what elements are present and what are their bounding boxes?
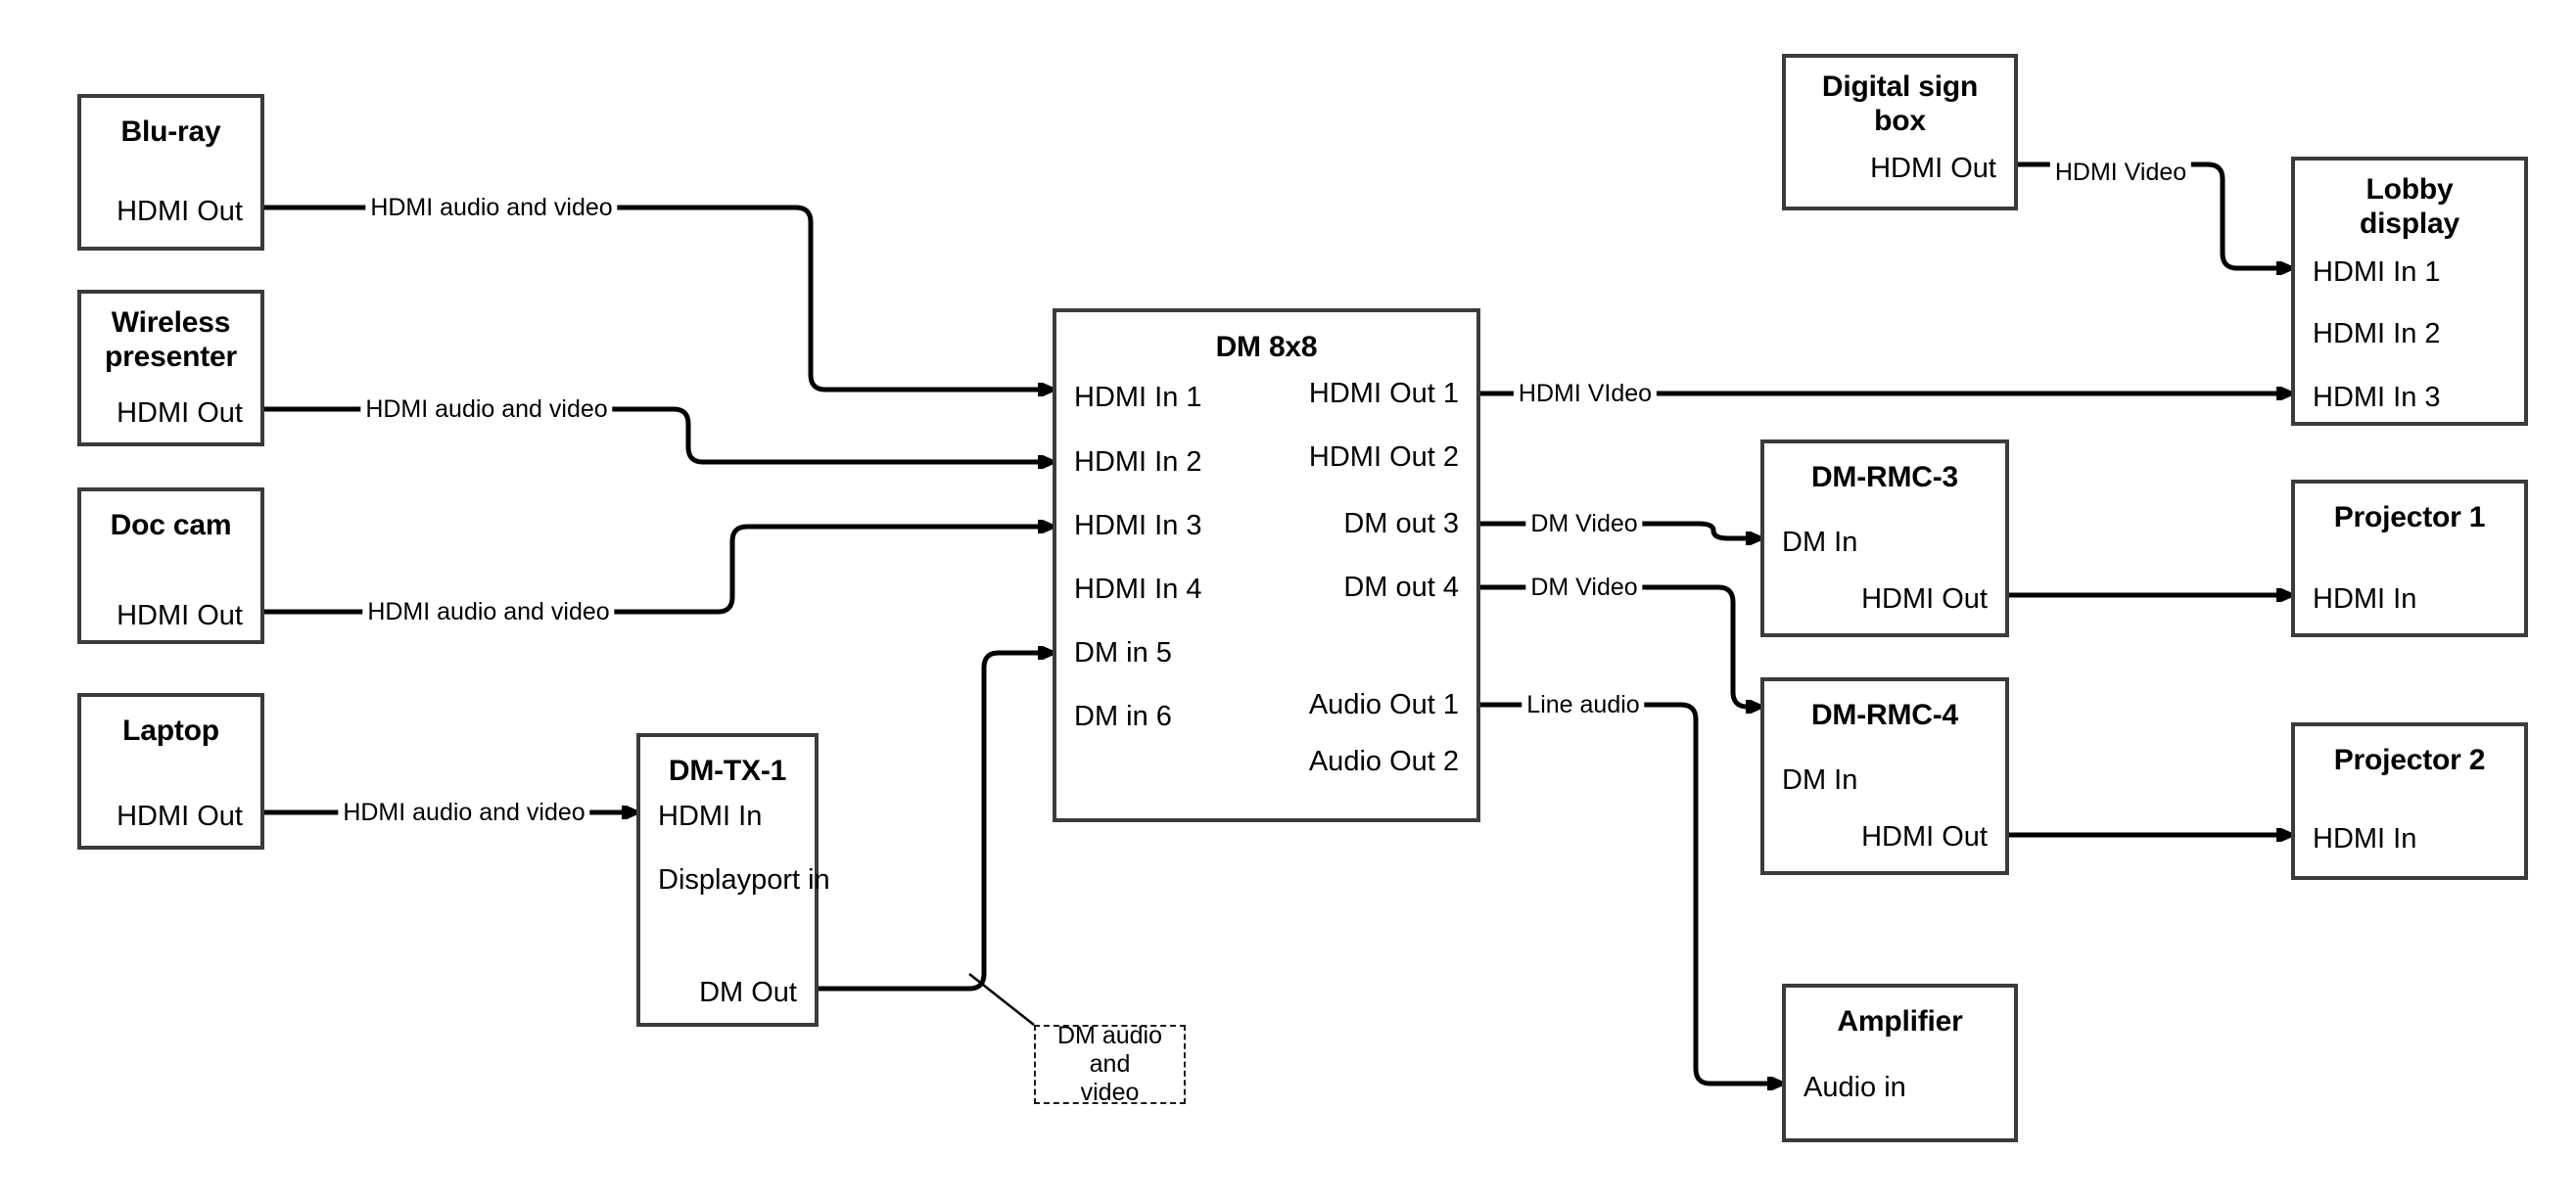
device-box-bluray[interactable]: Blu-ray HDMI Out — [77, 94, 264, 251]
device-box-dm-rmc-4[interactable]: DM-RMC-4 DM In HDMI Out — [1760, 677, 2009, 875]
port-amplifier-audio-in[interactable]: Audio in — [1803, 1072, 1906, 1103]
device-title-dm-rmc-4: DM-RMC-4 — [1810, 699, 1959, 731]
callout-line1: DM audio and — [1057, 1022, 1162, 1078]
device-box-amplifier[interactable]: Amplifier Audio in — [1782, 984, 2018, 1142]
edge-label-doccam-to-dm: HDMI audio and video — [362, 599, 615, 624]
port-dm8x8-hdmi-out-2[interactable]: HDMI Out 2 — [1308, 441, 1459, 473]
edge-label-dm-out1-to-lobby: HDMI VIdeo — [1513, 381, 1658, 406]
device-box-lobby-display[interactable]: Lobby display HDMI In 1 HDMI In 2 HDMI I… — [2291, 157, 2528, 426]
port-dm8x8-dm-in-5[interactable]: DM in 5 — [1074, 637, 1172, 669]
device-title-bluray: Blu-ray — [120, 115, 221, 148]
device-title-lobby-line2: display — [2360, 208, 2459, 240]
device-title-amplifier: Amplifier — [1837, 1005, 1963, 1038]
port-dm8x8-dm-in-6[interactable]: DM in 6 — [1074, 701, 1172, 732]
device-box-projector-1[interactable]: Projector 1 HDMI In — [2291, 480, 2528, 637]
port-dm8x8-audio-out-1[interactable]: Audio Out 1 — [1308, 689, 1459, 720]
edge-label-dm-out4-to-rmc4: DM Video — [1525, 575, 1643, 600]
port-dmrmc4-dm-in[interactable]: DM In — [1782, 764, 1858, 796]
device-box-digital-sign[interactable]: Digital sign box HDMI Out — [1782, 54, 2018, 210]
device-box-wireless-presenter[interactable]: Wireless presenter HDMI Out — [77, 290, 264, 446]
port-dm8x8-dm-out-4[interactable]: DM out 4 — [1343, 572, 1459, 603]
device-title-digital-sign-line1: Digital sign — [1821, 70, 1979, 103]
device-box-dm-tx-1[interactable]: DM-TX-1 HDMI In Displayport in DM Out — [636, 733, 830, 1027]
port-projector1-hdmi-in[interactable]: HDMI In — [2313, 583, 2417, 615]
device-box-dm-8x8[interactable]: DM 8x8 HDMI In 1 HDMI In 2 HDMI In 3 HDM… — [1053, 308, 1480, 822]
port-lobby-hdmi-in-3[interactable]: HDMI In 3 — [2313, 382, 2441, 413]
device-title-dm-tx-1: DM-TX-1 — [668, 755, 787, 787]
port-lobby-hdmi-in-2[interactable]: HDMI In 2 — [2313, 318, 2441, 349]
device-title-laptop: Laptop — [122, 715, 219, 747]
port-wireless-hdmi-out[interactable]: HDMI Out — [117, 397, 243, 429]
port-dm8x8-hdmi-in-4[interactable]: HDMI In 4 — [1074, 574, 1202, 605]
port-dmrmc3-dm-in[interactable]: DM In — [1782, 527, 1858, 558]
port-digital-sign-hdmi-out[interactable]: HDMI Out — [1870, 153, 1996, 184]
device-title-wireless-line1: Wireless — [111, 306, 231, 339]
port-dm8x8-hdmi-out-1[interactable]: HDMI Out 1 — [1308, 378, 1459, 409]
port-dmtx1-displayport-in[interactable]: Displayport in — [658, 864, 830, 896]
edge-label-audio-out1-to-amp: Line audio — [1522, 692, 1645, 717]
edge-label-dm-out3-to-rmc3: DM Video — [1525, 511, 1643, 536]
port-dm8x8-hdmi-in-2[interactable]: HDMI In 2 — [1074, 446, 1202, 478]
port-dm8x8-hdmi-in-3[interactable]: HDMI In 3 — [1074, 510, 1202, 541]
callout-dm-audio-video: DM audio and video — [1034, 1022, 1186, 1106]
callout-line2: video — [1080, 1079, 1140, 1106]
port-doccam-hdmi-out[interactable]: HDMI Out — [117, 600, 243, 631]
device-title-dm-8x8: DM 8x8 — [1215, 331, 1318, 363]
device-box-doc-cam[interactable]: Doc cam HDMI Out — [77, 487, 264, 644]
device-box-projector-2[interactable]: Projector 2 HDMI In — [2291, 722, 2528, 880]
port-bluray-hdmi-out[interactable]: HDMI Out — [117, 196, 243, 227]
port-dmtx1-hdmi-in[interactable]: HDMI In — [658, 801, 763, 832]
port-lobby-hdmi-in-1[interactable]: HDMI In 1 — [2313, 256, 2441, 288]
edge-label-laptop-to-tx: HDMI audio and video — [338, 800, 590, 825]
device-title-dm-rmc-3: DM-RMC-3 — [1810, 461, 1959, 493]
device-title-projector-2: Projector 2 — [2333, 744, 2486, 776]
port-dmtx1-dm-out[interactable]: DM Out — [699, 977, 797, 1008]
edge-label-wireless-to-dm: HDMI audio and video — [360, 396, 613, 422]
port-dmrmc4-hdmi-out[interactable]: HDMI Out — [1861, 821, 1988, 853]
device-title-doc-cam: Doc cam — [110, 509, 232, 541]
device-title-digital-sign-line2: box — [1874, 105, 1926, 137]
port-laptop-hdmi-out[interactable]: HDMI Out — [117, 801, 243, 832]
port-dmrmc3-hdmi-out[interactable]: HDMI Out — [1861, 583, 1988, 615]
device-title-projector-1: Projector 1 — [2333, 501, 2486, 533]
port-dm8x8-audio-out-2[interactable]: Audio Out 2 — [1308, 746, 1459, 777]
device-box-laptop[interactable]: Laptop HDMI Out — [77, 693, 264, 850]
device-box-dm-rmc-3[interactable]: DM-RMC-3 DM In HDMI Out — [1760, 439, 2009, 637]
device-title-wireless-line2: presenter — [105, 341, 237, 373]
port-dm8x8-dm-out-3[interactable]: DM out 3 — [1343, 508, 1459, 539]
edge-label-bluray-to-dm: HDMI audio and video — [365, 195, 618, 220]
edge-label-sign-to-lobby: HDMI Video — [2049, 160, 2192, 185]
port-dm8x8-hdmi-in-1[interactable]: HDMI In 1 — [1074, 382, 1202, 413]
port-projector2-hdmi-in[interactable]: HDMI In — [2313, 823, 2417, 855]
device-title-lobby-line1: Lobby — [2365, 173, 2454, 206]
